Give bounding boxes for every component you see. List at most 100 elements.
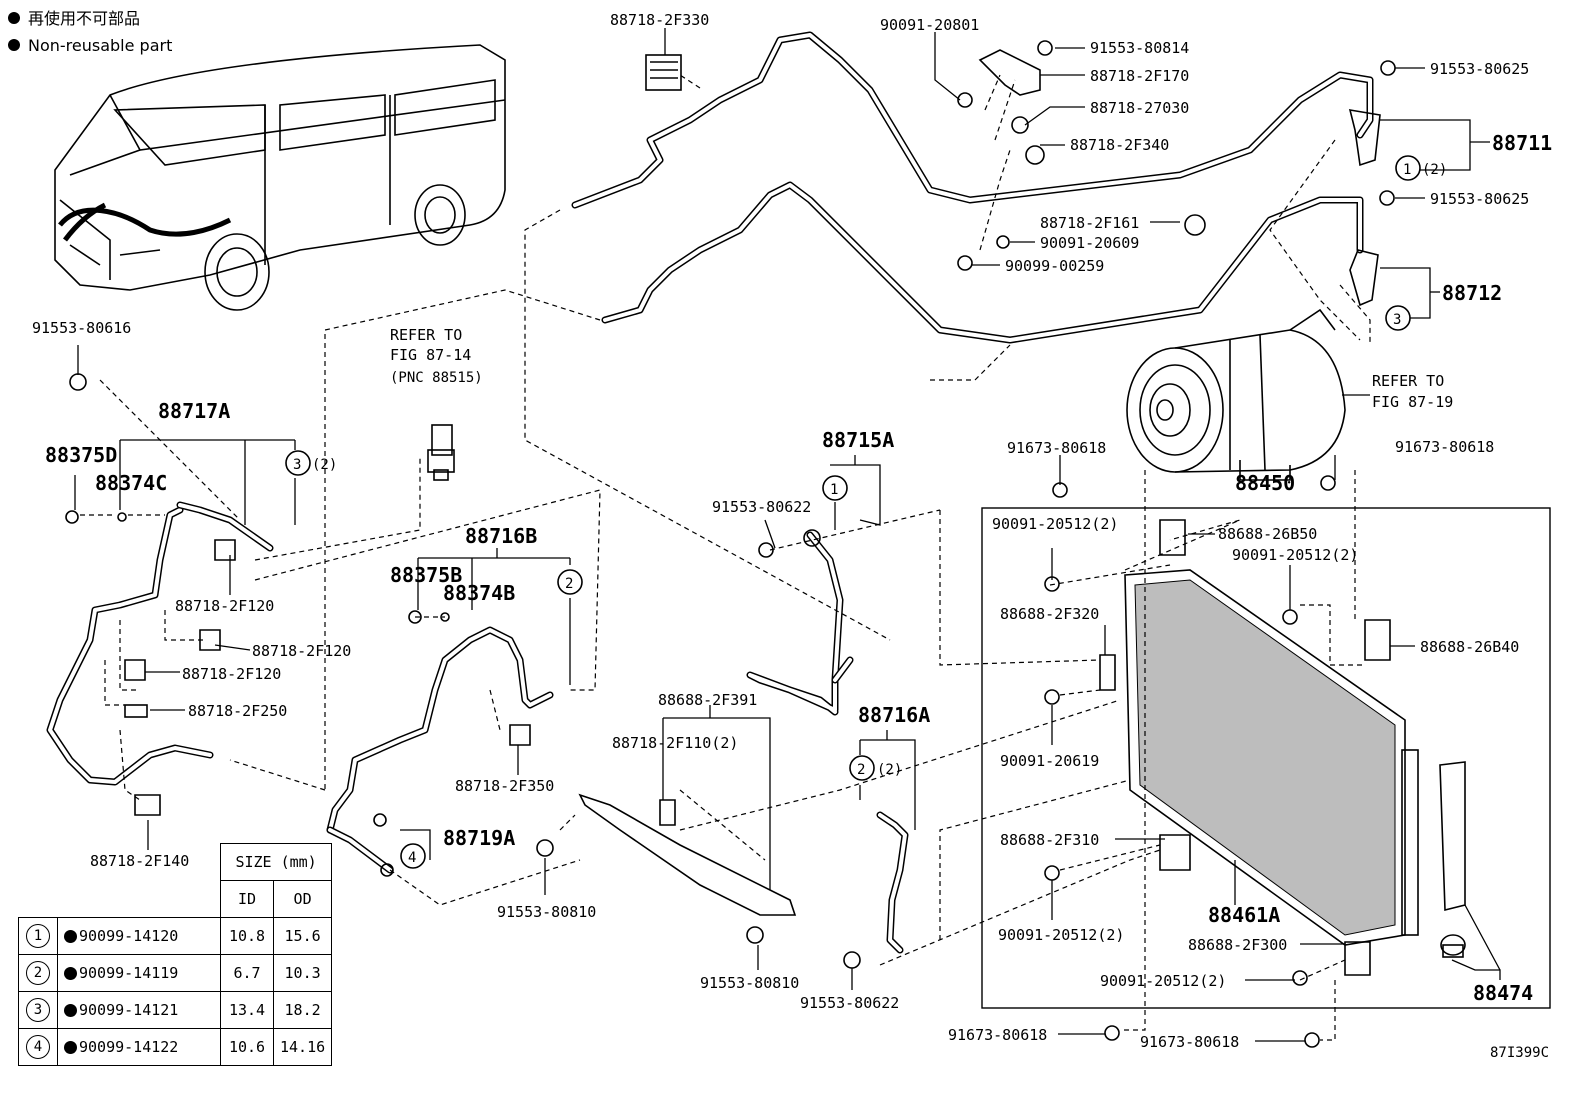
legend-dot-icon [8, 39, 20, 51]
table-row: 3 90099-14121 13.4 18.2 [18, 991, 333, 1029]
fasteners [65, 40, 1396, 1048]
table-row: 2 90099-14119 6.7 10.3 [18, 954, 333, 992]
circle-2-label: 2 [857, 762, 865, 778]
circle-1-label: 1 [830, 482, 838, 498]
row-circle: 2 [26, 961, 50, 985]
label-90091-20512-b: 90091-20512(2) [1232, 546, 1358, 564]
row-id: 10.6 [220, 1028, 274, 1066]
dashed-leaders [80, 74, 1371, 1041]
circle-4-label: 4 [408, 850, 416, 866]
id-header: ID [220, 880, 274, 918]
label-88716A: 88716A [858, 703, 930, 727]
label-88718-2F120-c: 88718-2F120 [182, 665, 281, 683]
label-88450: 88450 [1235, 471, 1295, 495]
label-91553-80625: 91553-80625 [1430, 60, 1529, 78]
label-88718-2F170: 88718-2F170 [1090, 67, 1189, 85]
row-od: 10.3 [272, 954, 333, 992]
legend-dot-icon [8, 12, 20, 24]
bolt-91553-80814 [1037, 40, 1053, 56]
label-88461A: 88461A [1208, 903, 1280, 927]
label-88711: 88711 [1492, 131, 1552, 155]
label-88717A: 88717A [158, 399, 230, 423]
table-row: 4 90099-14122 10.6 14.16 [18, 1028, 333, 1066]
label-88688-2F310: 88688-2F310 [1000, 831, 1099, 849]
non-reusable-dot-icon [64, 930, 77, 943]
label-90091-20512-a: 90091-20512(2) [992, 515, 1118, 533]
non-reusable-dot-icon [64, 1041, 77, 1054]
label-91553-80616: 91553-80616 [32, 319, 131, 337]
label-88719A: 88719A [443, 826, 515, 850]
refer-87-14-line3: (PNC 88515) [390, 370, 483, 386]
figure-code: 87I399C [1490, 1045, 1549, 1061]
row-id: 10.8 [220, 917, 274, 955]
od-header: OD [272, 880, 333, 918]
label-91673-80618-b: 91673-80618 [1395, 438, 1494, 456]
label-88715A: 88715A [822, 428, 894, 452]
non-reusable-dot-icon [64, 1004, 77, 1017]
legend-en: Non-reusable part [28, 36, 172, 55]
table-row: 1 90099-14120 10.8 15.6 [18, 917, 333, 955]
legend: 再使用不可部品 Non-reusable part [8, 9, 172, 55]
circle-2-label: 2 [565, 576, 573, 592]
tube-88716B [326, 626, 554, 874]
tube-88715A [746, 531, 854, 716]
label-88375B: 88375B [390, 563, 462, 587]
label-88718-2F161: 88718-2F161 [1040, 214, 1139, 232]
refer-87-14-line1: REFER TO [390, 326, 462, 344]
label-91553-80810-b: 91553-80810 [700, 974, 799, 992]
size-header: SIZE (mm) [219, 843, 333, 881]
circle-3 [1385, 305, 1411, 331]
label-88688-2F320: 88688-2F320 [1000, 605, 1099, 623]
label-91673-80618-d: 91673-80618 [1140, 1033, 1239, 1051]
label-88718-2F140: 88718-2F140 [90, 852, 189, 870]
label-91553-80622-b: 91553-80622 [800, 994, 899, 1012]
label-88718-2F250: 88718-2F250 [188, 702, 287, 720]
label-91553-80814: 91553-80814 [1090, 39, 1189, 57]
label-90091-20619: 90091-20619 [1000, 752, 1099, 770]
ref-circles: 1 3 3 2 1 2 4 [285, 155, 1421, 869]
circle-2 [557, 569, 583, 595]
circle-3-label: 3 [1393, 312, 1401, 328]
compressor [1126, 308, 1346, 481]
label-88718-2F120-b: 88718-2F120 [252, 642, 351, 660]
label-88474: 88474 [1473, 981, 1533, 1005]
label-88374B: 88374B [443, 581, 515, 605]
label-90091-20512-c: 90091-20512(2) [998, 926, 1124, 944]
non-reusable-dot-icon [64, 967, 77, 980]
tube-88716A [876, 811, 909, 954]
bracket-88688-2F391 [578, 793, 797, 916]
discharge-hose-upper [601, 181, 1364, 344]
row-part: 90099-14122 [79, 1038, 179, 1056]
legend-jp: 再使用不可部品 [28, 9, 140, 28]
label-circle2-qty: (2) [877, 762, 902, 778]
label-88718-2F340: 88718-2F340 [1070, 136, 1169, 154]
label-91553-80810-a: 91553-80810 [497, 903, 596, 921]
label-circle1-qty: (2) [1422, 162, 1447, 178]
row-od: 15.6 [272, 917, 333, 955]
circle-3-label: 3 [293, 457, 301, 473]
refer-87-19-line1: REFER TO [1372, 372, 1444, 390]
label-91673-80618-c: 91673-80618 [948, 1026, 1047, 1044]
circle-2 [849, 755, 875, 781]
row-part: 90099-14120 [79, 927, 179, 945]
row-circle: 4 [26, 1035, 50, 1059]
row-id: 6.7 [220, 954, 274, 992]
label-88688-26B40: 88688-26B40 [1420, 638, 1519, 656]
condenser [1124, 569, 1466, 958]
label-88688-2F300: 88688-2F300 [1188, 936, 1287, 954]
label-88718-2F120-a: 88718-2F120 [175, 597, 274, 615]
row-id: 13.4 [220, 991, 274, 1029]
row-circle: 1 [26, 924, 50, 948]
label-88375D: 88375D [45, 443, 117, 467]
label-88718-2F110: 88718-2F110(2) [612, 734, 738, 752]
label-88712: 88712 [1442, 281, 1502, 305]
refer-87-19-line2: FIG 87-19 [1372, 393, 1453, 411]
circle-1 [822, 475, 848, 501]
label-90091-20512-d: 90091-20512(2) [1100, 972, 1226, 990]
circle-3 [285, 450, 311, 476]
bracket-88718-2F170 [978, 49, 1041, 96]
row-part: 90099-14121 [79, 1001, 179, 1019]
label-90091-20801: 90091-20801 [880, 16, 979, 34]
row-od: 14.16 [272, 1028, 333, 1066]
